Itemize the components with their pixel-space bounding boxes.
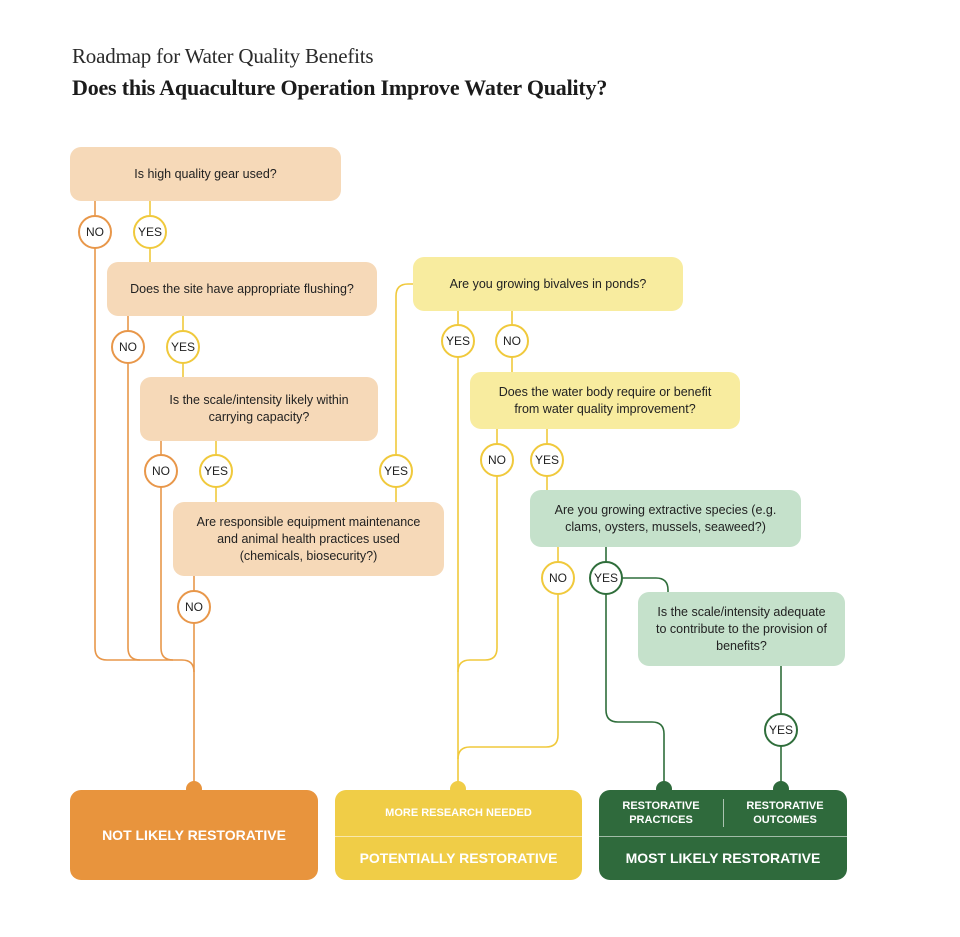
outcome-potentially-restorative: MORE RESEARCH NEEDED POTENTIALLY RESTORA…	[335, 790, 582, 880]
question-high-quality-gear: Is high quality gear used?	[70, 147, 341, 201]
connector-q3-no	[160, 440, 174, 661]
connector-q2-no	[127, 315, 141, 661]
answer-yes-q1: YES	[133, 215, 167, 249]
question-text: Is the scale/intensity likely within car…	[169, 393, 349, 424]
outcome-most-likely-restorative: RESTORATIVE PRACTICES RESTORATIVE OUTCOM…	[599, 790, 847, 880]
connector-q1-no	[94, 200, 195, 673]
outcome-subcategories: RESTORATIVE PRACTICES RESTORATIVE OUTCOM…	[599, 790, 847, 837]
answer-yes-q8: YES	[764, 713, 798, 747]
question-text: Does the site have appropriate flushing?	[130, 281, 354, 296]
answer-yes-q2: YES	[166, 330, 200, 364]
outcome-not-likely-restorative: NOT LIKELY RESTORATIVE	[70, 790, 318, 880]
question-carrying-capacity: Is the scale/intensity likely within car…	[140, 377, 378, 441]
restorative-outcomes-label: RESTORATIVE OUTCOMES	[746, 800, 824, 826]
question-water-body-benefit: Does the water body require or benefit f…	[470, 372, 740, 429]
question-text: Is the scale/intensity adequate to contr…	[656, 604, 827, 653]
question-scale-adequate: Is the scale/intensity adequate to contr…	[638, 592, 845, 666]
divider	[723, 799, 724, 827]
answer-no-q4: NO	[177, 590, 211, 624]
answer-no-q5: NO	[495, 324, 529, 358]
connector-q7-no	[457, 546, 559, 760]
connector-q4-yes	[395, 283, 414, 502]
outcome-label: MOST LIKELY RESTORATIVE	[625, 850, 821, 866]
answer-no-q1: NO	[78, 215, 112, 249]
question-text: Are responsible equipment maintenance an…	[196, 514, 421, 563]
answer-yes-q7: YES	[589, 561, 623, 595]
outcome-restorative-outcomes: RESTORATIVE OUTCOMES	[723, 790, 847, 836]
outcome-more-research-needed: MORE RESEARCH NEEDED	[335, 790, 582, 837]
outcome-label: POTENTIALLY RESTORATIVE	[359, 850, 558, 866]
answer-no-q3: NO	[144, 454, 178, 488]
answer-no-q7: NO	[541, 561, 575, 595]
question-extractive-species: Are you growing extractive species (e.g.…	[530, 490, 801, 547]
answer-yes-q6: YES	[530, 443, 564, 477]
connector-q7-yes-to-q8	[622, 577, 669, 592]
diagram-subtitle: Roadmap for Water Quality Benefits	[72, 44, 374, 68]
connector-q6-no	[457, 428, 498, 673]
question-bivalves-in-ponds: Are you growing bivalves in ponds?	[413, 257, 683, 311]
answer-yes-q3: YES	[199, 454, 233, 488]
outcome-restorative-practices: RESTORATIVE PRACTICES	[599, 790, 723, 836]
question-text: Is high quality gear used?	[134, 166, 277, 181]
answer-yes-q5: YES	[441, 324, 475, 358]
connector-q7-yes	[605, 546, 665, 790]
outcome-label: NOT LIKELY RESTORATIVE	[102, 827, 286, 843]
answer-no-q6: NO	[480, 443, 514, 477]
question-text: Are you growing extractive species (e.g.…	[554, 502, 777, 534]
answer-yes-q4: YES	[379, 454, 413, 488]
question-text: Are you growing bivalves in ponds?	[449, 276, 647, 291]
question-appropriate-flushing: Does the site have appropriate flushing?	[107, 262, 377, 316]
diagram-title: Does this Aquaculture Operation Improve …	[72, 75, 608, 100]
restorative-practices-label: RESTORATIVE PRACTICES	[622, 800, 700, 826]
question-responsible-maintenance: Are responsible equipment maintenance an…	[173, 502, 444, 576]
answer-no-q2: NO	[111, 330, 145, 364]
question-text: Does the water body require or benefit f…	[498, 384, 712, 416]
